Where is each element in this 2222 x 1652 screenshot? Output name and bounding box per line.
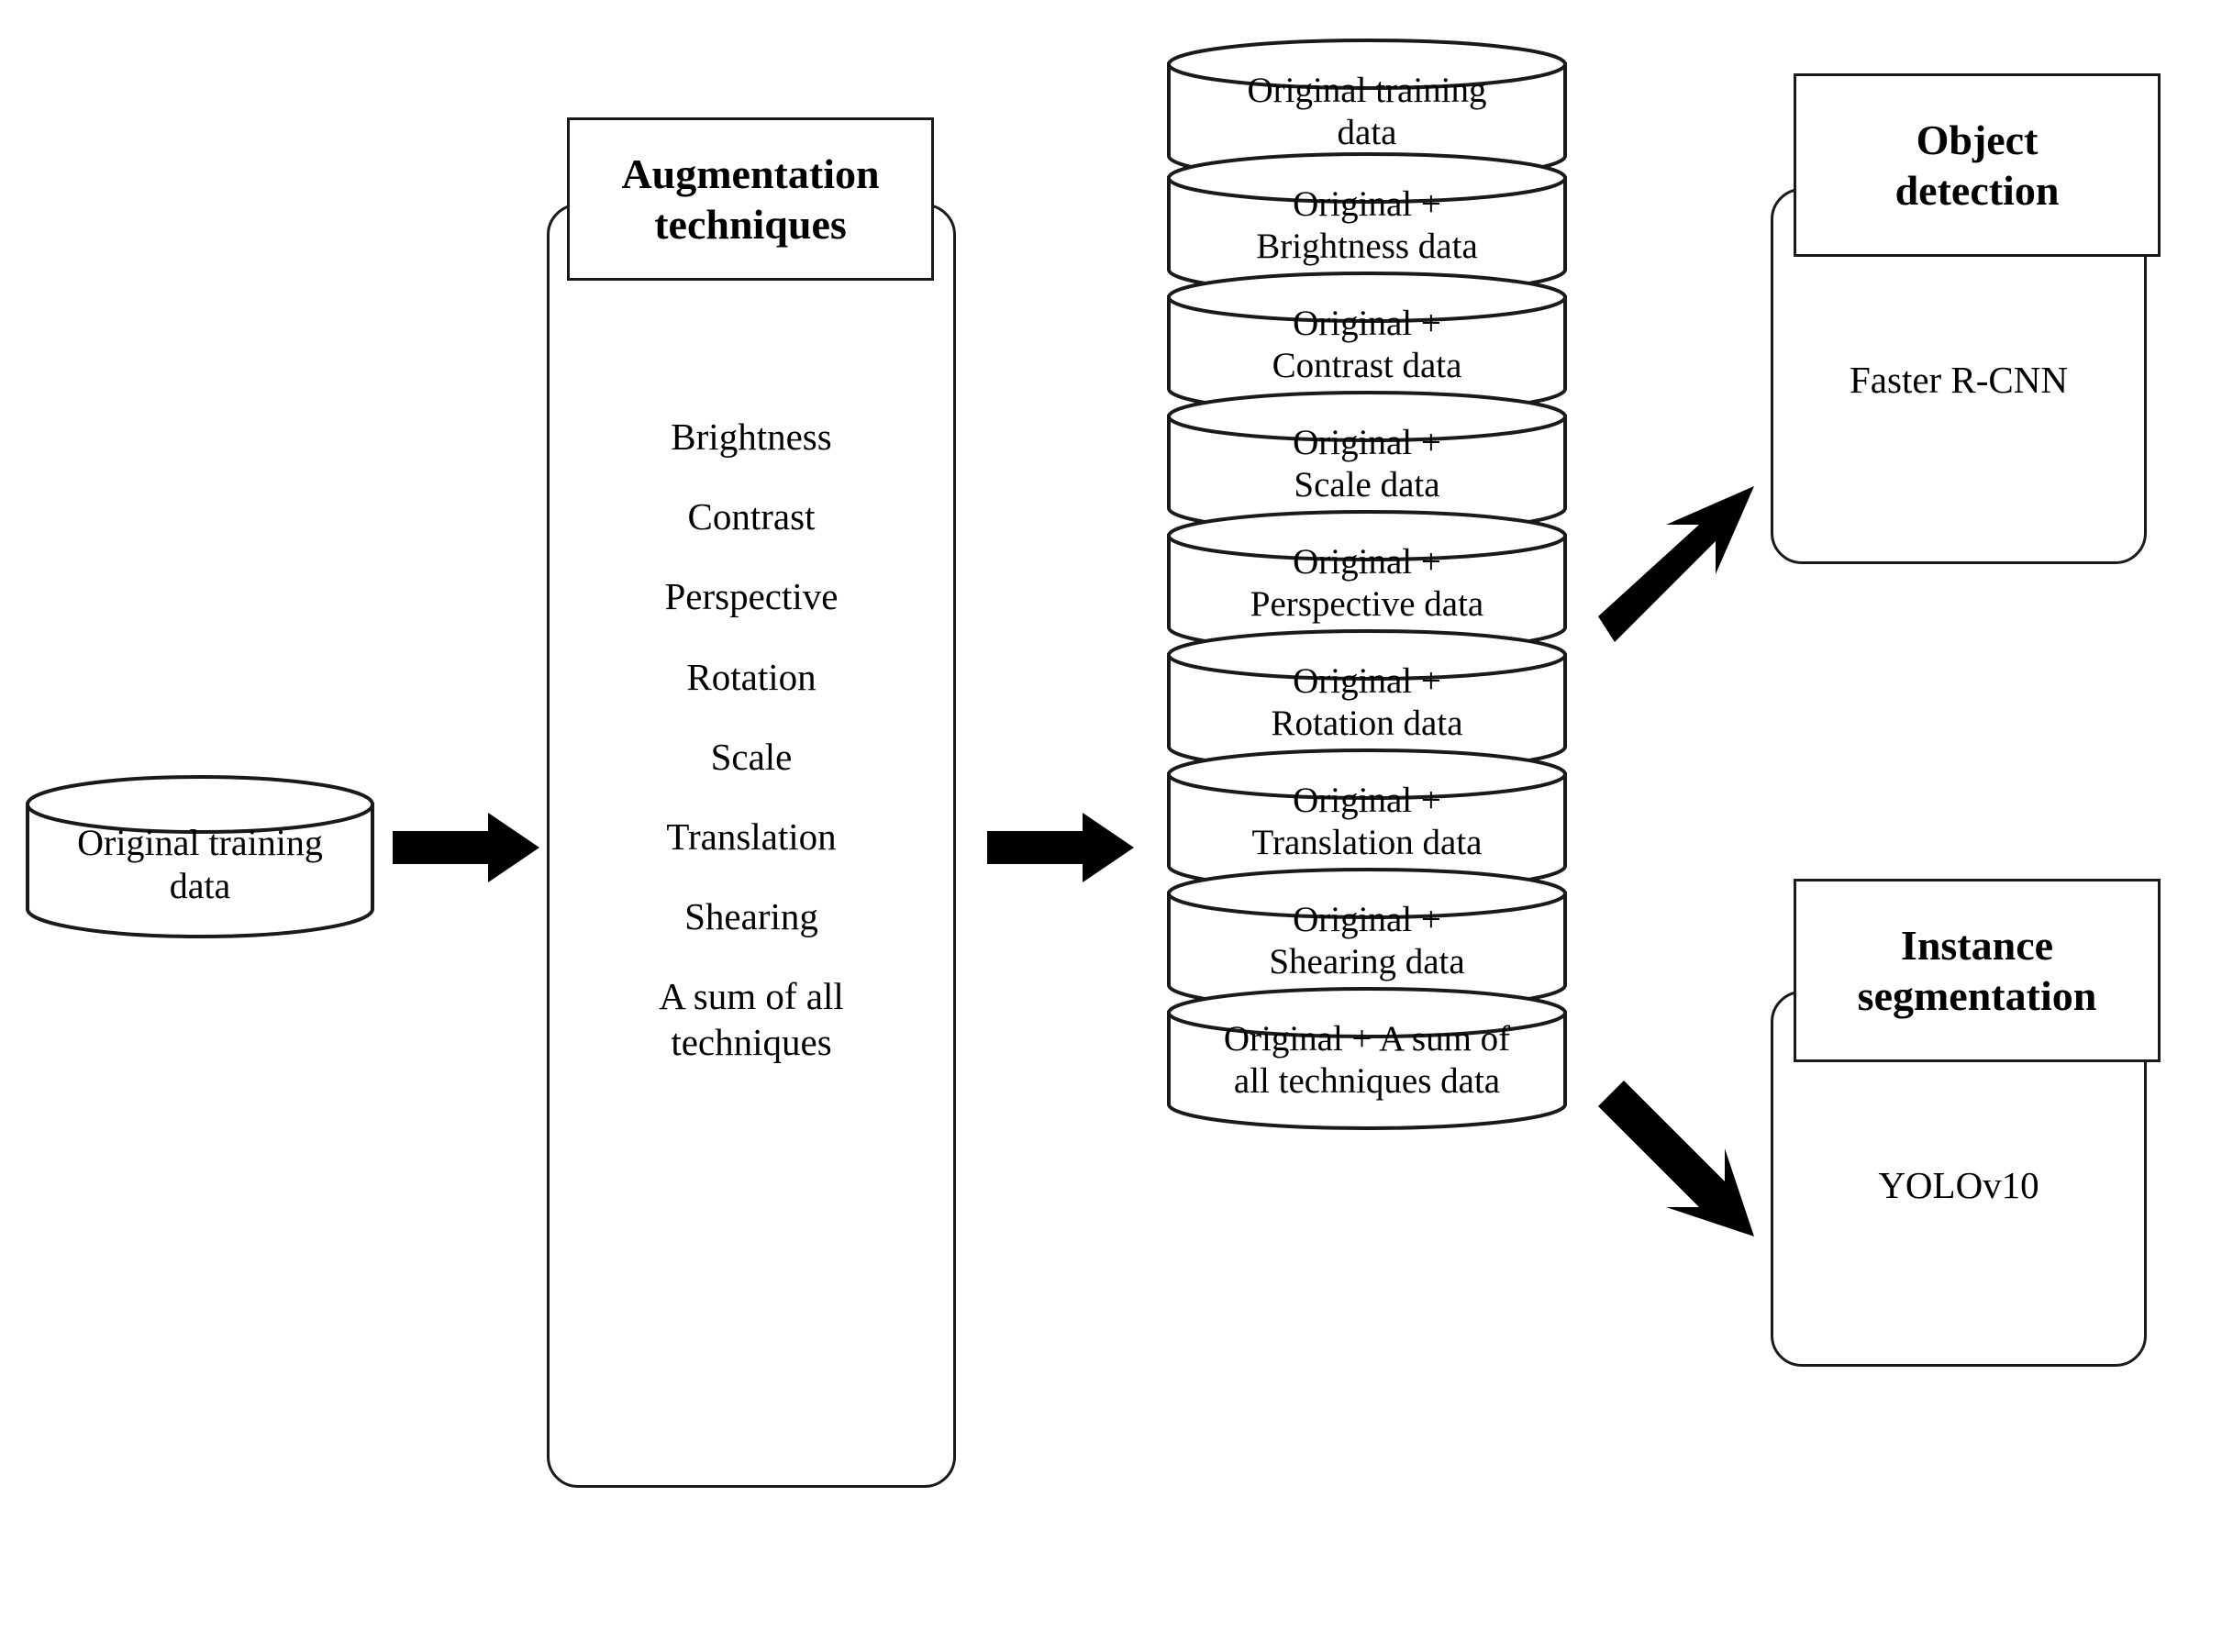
augmentation-header-plaque: Augmentation techniques (567, 117, 934, 281)
augmentation-technique-list: Brightness Contrast Perspective Rotation… (547, 415, 956, 1065)
output-header-label: Instance segmentation (1857, 921, 2097, 1019)
technique-item-shearing: Shearing (684, 895, 818, 938)
output-header-label: Object detection (1894, 116, 2060, 214)
technique-item-brightness: Brightness (671, 416, 832, 458)
arrow-datasets-to-instance-segmentation (1598, 1081, 1754, 1236)
augmentation-header-label: Augmentation techniques (621, 150, 880, 248)
augmentation-panel (547, 204, 956, 1488)
technique-item-sum-of-all: A sum of all techniques (659, 975, 844, 1063)
technique-item-perspective: Perspective (664, 575, 839, 618)
technique-item-translation: Translation (666, 815, 837, 858)
dataset-cylinder-sum-of-all: Original + A sum of all techniques data (1165, 985, 1569, 1132)
arrow-input-to-augmentation (393, 807, 539, 888)
input-cylinder: Original training data (24, 773, 376, 940)
technique-item-rotation: Rotation (686, 655, 817, 698)
arrow-augmentation-to-datasets (987, 807, 1134, 888)
output-header-plaque-object-detection: Object detection (1794, 73, 2161, 257)
output-header-plaque-instance-segmentation: Instance segmentation (1794, 879, 2161, 1062)
arrow-datasets-to-object-detection (1598, 486, 1754, 642)
output-model-instance-segmentation: YOLOv10 (1878, 1164, 2039, 1206)
technique-item-contrast: Contrast (687, 495, 816, 538)
technique-item-scale: Scale (710, 735, 793, 778)
output-model-object-detection: Faster R-CNN (1849, 359, 2068, 401)
